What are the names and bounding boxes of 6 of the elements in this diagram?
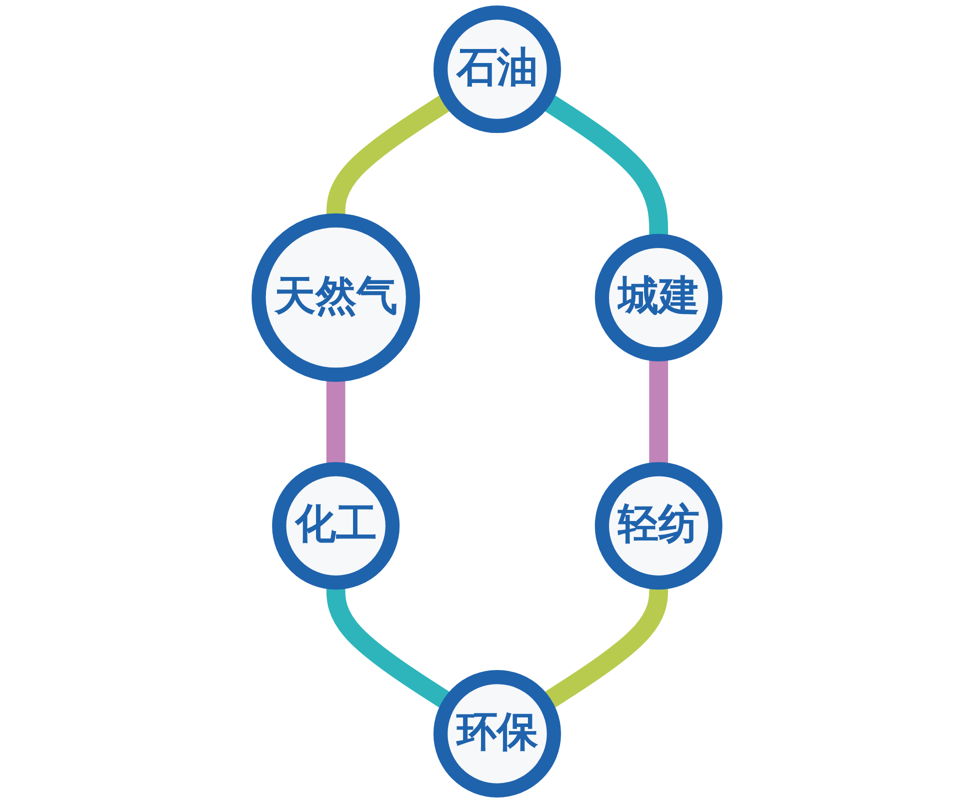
node-circle: 石油 bbox=[433, 6, 561, 134]
node-circle: 天然气 bbox=[252, 213, 420, 382]
node-circle: 城建 bbox=[594, 234, 722, 362]
node-circle: 环保 bbox=[433, 670, 561, 798]
node-circle: 轻纺 bbox=[594, 462, 722, 590]
node-circle: 化工 bbox=[272, 462, 400, 590]
